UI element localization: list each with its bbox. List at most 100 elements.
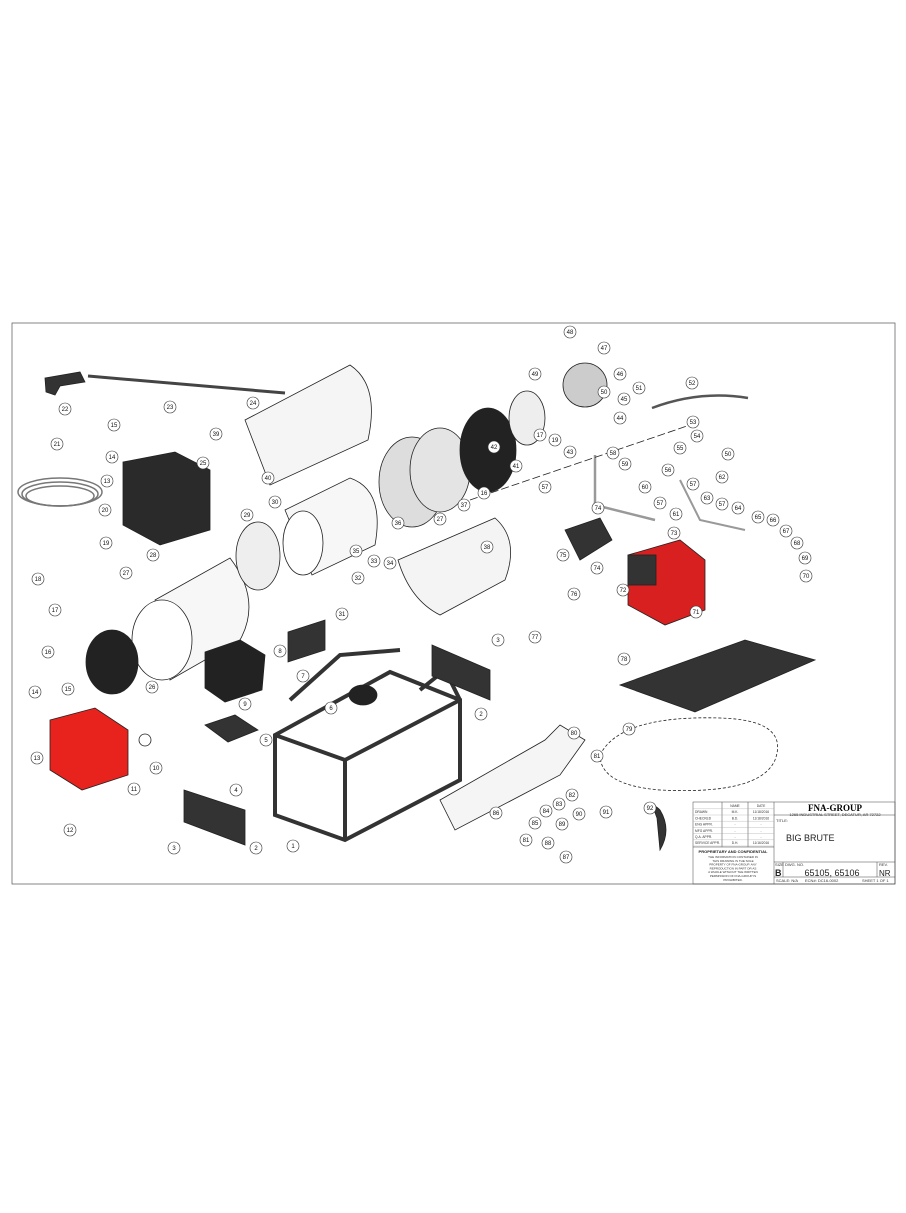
callout-19: 19 (548, 433, 562, 447)
callout-number: 89 (559, 822, 566, 828)
battery (204, 639, 266, 703)
callout-number: 43 (567, 450, 574, 456)
proprietary-line: THIS DRAWING IS THE SOLE (712, 859, 753, 863)
callout-76: 76 (567, 587, 581, 601)
callout-72: 72 (616, 583, 630, 597)
drawing-number: 65105, 65106 (804, 868, 859, 878)
callout-4: 4 (229, 783, 243, 797)
callout-number: 3 (172, 846, 176, 852)
proprietary-line: PERMISSION OF FNA-GROUP IS (710, 874, 756, 878)
callout-66: 66 (766, 513, 780, 527)
callout-number: 1 (291, 844, 295, 850)
size-value: B (775, 868, 782, 878)
hose-coil (17, 477, 103, 507)
callout-83: 83 (552, 797, 566, 811)
callout-number: 50 (725, 452, 732, 458)
callout-balloon (98, 503, 112, 517)
callout-51: 51 (632, 381, 646, 395)
fuel-tank (49, 707, 129, 791)
callout-balloon (246, 396, 260, 410)
callout-61: 61 (669, 507, 683, 521)
callout-balloon (632, 381, 646, 395)
callout-19: 19 (99, 536, 113, 550)
callout-balloon (391, 516, 405, 530)
ecn: ECN#: DC16-0002 (805, 878, 839, 883)
callout-balloon (351, 571, 365, 585)
callout-balloon (643, 801, 657, 815)
burner-plate (459, 407, 517, 493)
callout-69: 69 (798, 551, 812, 565)
callout-15: 15 (107, 418, 121, 432)
callout-13: 13 (100, 474, 114, 488)
callout-47: 47 (597, 341, 611, 355)
approval-cell: Q.A. APPR. (695, 835, 712, 839)
base-plate (618, 639, 817, 713)
callout-number: 57 (719, 502, 726, 508)
callout-balloon (240, 508, 254, 522)
callout-number: 50 (601, 390, 608, 396)
scale: SCALE: N/A (776, 878, 798, 883)
callout-balloon (349, 544, 363, 558)
callout-balloon (324, 701, 338, 715)
callout-number: 69 (802, 556, 809, 562)
proprietary-line: PROPERTY OF FNA-GROUP. ANY (709, 863, 757, 867)
callout-number: 5 (264, 738, 268, 744)
callout-45: 45 (617, 392, 631, 406)
callout-balloon (731, 501, 745, 515)
drum-end (131, 599, 193, 681)
callout-number: 73 (671, 531, 678, 537)
callout-81: 81 (519, 833, 533, 847)
callout-number: 91 (603, 810, 610, 816)
coil-end (282, 510, 324, 576)
revision: NR (879, 869, 891, 878)
callout-number: 4 (234, 788, 238, 794)
callout-balloon (41, 645, 55, 659)
callout-number: 22 (62, 407, 69, 413)
callout-balloon (572, 807, 586, 821)
approval-cell: SERVICE APPR. (695, 841, 720, 845)
callout-number: 57 (690, 482, 697, 488)
callout-number: 74 (595, 506, 602, 512)
callout-28: 28 (146, 548, 160, 562)
approval-cell: - (734, 823, 735, 827)
approval-cell: - (760, 835, 761, 839)
callout-balloon (146, 548, 160, 562)
battery-plate (204, 714, 259, 743)
mount-group (599, 717, 778, 791)
callout-number: 38 (484, 545, 491, 551)
callout-number: 26 (149, 685, 156, 691)
callout-balloon (661, 463, 675, 477)
callout-57: 57 (715, 497, 729, 511)
callout-52: 52 (685, 376, 699, 390)
callout-8: 8 (273, 644, 287, 658)
callout-11: 11 (127, 782, 141, 796)
company-name: FNA-GROUP (808, 803, 862, 813)
callout-balloon (590, 561, 604, 575)
callout-number: 84 (543, 809, 550, 815)
callout-balloon (163, 400, 177, 414)
callout-2: 2 (474, 707, 488, 721)
callout-balloon (268, 495, 282, 509)
callout-12: 12 (63, 823, 77, 837)
callout-16: 16 (41, 645, 55, 659)
callout-number: 67 (783, 529, 790, 535)
callout-85: 85 (528, 816, 542, 830)
callout-number: 11 (131, 787, 138, 793)
callout-balloon (229, 783, 243, 797)
callout-balloon (367, 554, 381, 568)
callout-36: 36 (391, 516, 405, 530)
callout-number: 19 (552, 438, 559, 444)
approval-cell: DATE (757, 804, 766, 808)
callout-number: 36 (395, 521, 402, 527)
fuel-cap (138, 733, 152, 747)
callout-25: 25 (196, 456, 210, 470)
side-panel (431, 644, 491, 701)
callout-number: 34 (387, 561, 394, 567)
callout-balloon (457, 498, 471, 512)
callout-balloon (61, 682, 75, 696)
callout-number: 12 (67, 828, 74, 834)
callout-75: 75 (556, 548, 570, 562)
callout-balloon (751, 510, 765, 524)
